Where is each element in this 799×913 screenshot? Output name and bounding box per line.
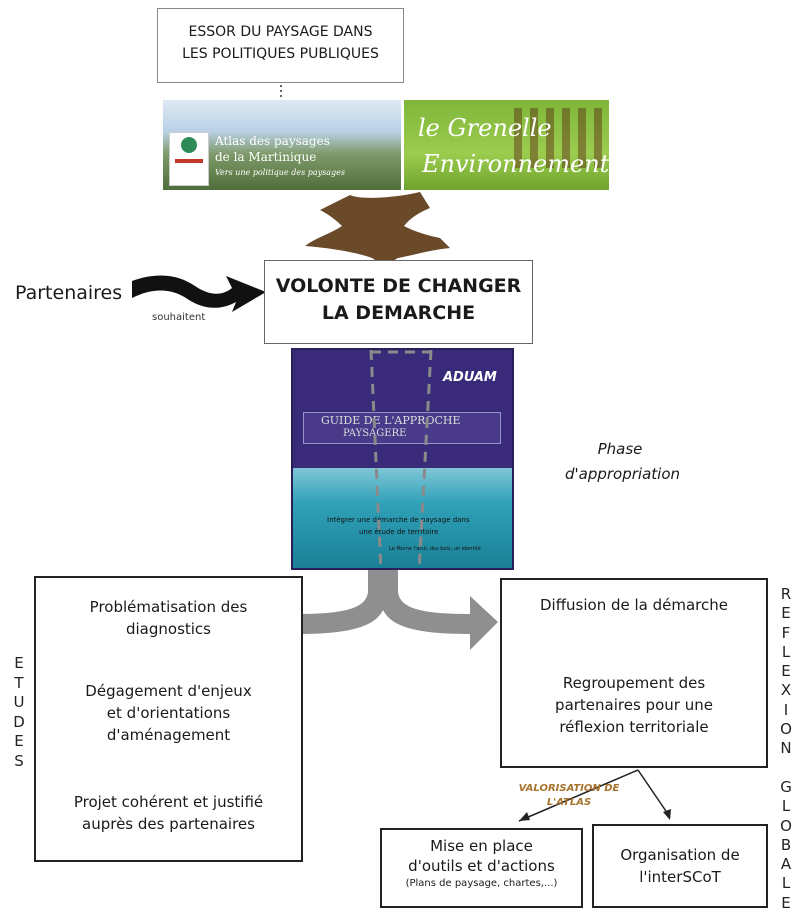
guide-caption: Le Morne l'acul, des bois, un identité [389,546,481,552]
dashed-overlay [369,350,433,568]
etudes-item2-line2: et d'orientations [106,704,231,722]
etudes-item2-line1: Dégagement d'enjeux [85,682,252,700]
grenelle-line1: le Grenelle [418,114,552,142]
etudes-letter: D [13,712,25,731]
atlas-title-1: Atlas des paysages [215,134,330,148]
reflexion-letter: O [780,816,792,835]
essor-box: ESSOR DU PAYSAGE DANS LES POLITIQUES PUB… [157,8,404,83]
atlas-logo [169,132,209,186]
etudes-letter: S [14,751,24,770]
etudes-item1-line1: Problématisation des [89,598,248,616]
partenaires-arrow [132,275,266,312]
reflexion-letter: G [780,777,792,796]
etudes-item3-line1: Projet cohérent et justifié [73,793,264,811]
reflexion-letter: F [781,623,791,642]
partenaires-label: Partenaires [15,282,123,304]
phase-line1: Phase [597,440,643,458]
etudes-item3-line2: auprès des partenaires [82,815,255,833]
guide-body-2: une étude de territoire [359,528,439,536]
etudes-item1-line2: diagnostics [125,620,211,638]
reflexion-letter: X [780,681,792,700]
arrow-to-mise [518,769,639,822]
brown-merge-arrow [305,192,450,266]
phase-label: Phase d'appropriation [565,437,681,487]
reflexion-box: Diffusion de la démarche Regroupement de… [500,578,768,768]
mise-box: Mise en place d'outils et d'actions (Pla… [380,828,583,908]
guide-title-2: PAYSAGERE [343,428,407,439]
reflexion-letter: E [781,662,791,681]
reflexion-letter: E [781,604,791,623]
organisation-line2: l'interSCoT [639,868,721,886]
valorisation-line1: VALORISATION DE [518,783,620,794]
etudes-letter: U [13,693,25,711]
volonte-box: VOLONTE DE CHANGER LA DEMARCHE [264,260,533,344]
atlas-image: Atlas des paysages de la Martinique Vers… [163,100,401,190]
mise-line2: d'outils et d'actions [408,857,555,875]
atlas-subtitle: Vers une politique des paysages [215,168,345,177]
reflexion-item2-line1: Regroupement des [562,674,706,692]
etudes-vertical-label: E T U D E S [12,654,26,771]
etudes-item2-line3: d'aménagement [106,726,231,744]
reflexion-letter: L [781,874,791,893]
grenelle-image: le Grenelle Environnement [404,100,609,190]
organisation-line1: Organisation de [620,846,740,864]
reflexion-letter: N [780,739,792,758]
essor-line2: LES POLITIQUES PUBLIQUES [182,46,379,62]
reflexion-item1: Diffusion de la démarche [539,596,728,614]
valorisation-line2: L'ATLAS [546,797,592,808]
mise-line1: Mise en place [430,837,533,855]
reflexion-letter: A [780,855,792,874]
guide-logo: ADUAM [443,370,497,385]
grenelle-people [514,108,604,168]
reflexion-letter: I [783,700,789,719]
etudes-letter: E [14,654,24,672]
reflexion-letter: E [781,893,791,912]
atlas-title-2: de la Martinique [215,150,317,164]
volonte-line1: VOLONTE DE CHANGER [275,275,522,297]
etudes-box: Problématisation des diagnostics Dégagem… [34,576,303,862]
guide-title-band [303,412,501,444]
valorisation-label: VALORISATION DE L'ATLAS [494,782,644,810]
reflexion-item2-line3: réflexion territoriale [559,718,709,736]
grey-split-arrow [268,568,498,650]
souhaitent-label: souhaitent [152,312,206,323]
mise-line3: (Plans de paysage, chartes,...) [405,878,558,889]
grenelle-line2: Environnement [422,150,609,178]
guide-body-1: Intégrer une démarche de paysage dans [327,516,470,524]
arrow-to-organisation [637,769,671,818]
reflexion-globale-vertical-label: R E F L E X I O N G L O B A L E [779,585,793,913]
reflexion-letter: L [781,642,791,661]
volonte-line2: LA DEMARCHE [321,302,476,324]
reflexion-letter: R [780,585,792,603]
reflexion-letter: B [780,835,792,854]
guide-sea [293,468,512,568]
phase-line2: d'appropriation [565,465,681,483]
etudes-letter: E [14,732,24,750]
reflexion-letter: L [781,797,791,816]
reflexion-letter: O [780,720,792,739]
guide-cover: ADUAM GUIDE DE L'APPROCHE PAYSAGERE Inté… [291,348,514,570]
essor-line1: ESSOR DU PAYSAGE DANS [188,24,373,40]
etudes-letter: T [14,673,24,692]
organisation-box: Organisation de l'interSCoT [592,824,768,908]
reflexion-item2-line2: partenaires pour une [555,696,713,714]
